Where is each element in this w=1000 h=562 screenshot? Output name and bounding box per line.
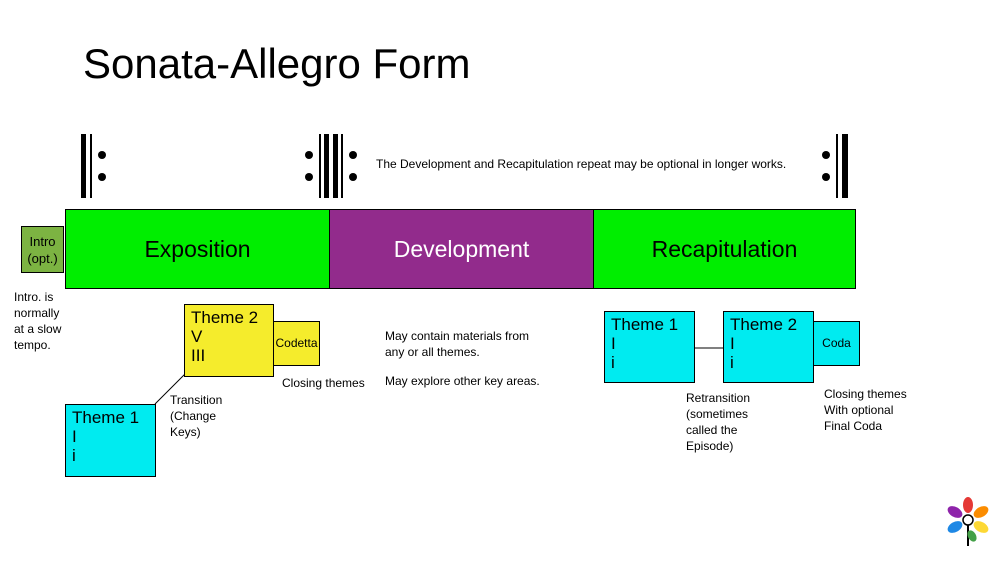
coda-label: Coda xyxy=(822,336,851,350)
exposition-theme1-box: Theme 1 I i xyxy=(65,404,156,477)
intro-label-line1: Intro xyxy=(29,234,56,249)
exposition-theme2-box: Theme 2 V III xyxy=(184,304,274,377)
repeat-start-icon xyxy=(81,134,106,198)
repeat-note: The Development and Recapitulation repea… xyxy=(376,157,787,171)
repeat-end-icon xyxy=(822,134,848,198)
exposition-section: Exposition xyxy=(65,209,330,289)
theme-key: V xyxy=(191,327,203,346)
exposition-closing-note: Closing themes xyxy=(282,376,365,390)
recapitulation-label: Recapitulation xyxy=(651,235,798,262)
theme-title: Theme 2 xyxy=(191,308,259,327)
repeat-both-icon xyxy=(305,134,357,198)
theme-key: i xyxy=(730,353,734,372)
development-notes: May contain materials from any or all th… xyxy=(385,329,540,388)
recap-theme2-box: Theme 2 I i xyxy=(723,311,814,383)
flower-logo-icon xyxy=(947,497,989,546)
theme-key: I xyxy=(730,334,735,353)
recap-closing-note: Closing themes With optional Final Coda xyxy=(824,387,907,433)
theme-key: III xyxy=(191,346,206,365)
recap-theme1-box: Theme 1 I i xyxy=(604,311,695,383)
recapitulation-section: Recapitulation xyxy=(593,209,856,289)
codetta-box: Codetta xyxy=(273,321,320,366)
theme-key: i xyxy=(72,446,76,465)
theme-key: I xyxy=(611,334,616,353)
theme-title: Theme 1 xyxy=(72,408,140,427)
transition-note: Transition (Change Keys) xyxy=(170,393,223,439)
theme-key: i xyxy=(611,353,615,372)
coda-box: Coda xyxy=(813,321,860,366)
theme-key: I xyxy=(72,427,77,446)
theme-title: Theme 1 xyxy=(611,315,679,334)
intro-note: Intro. is normally at a slow tempo. xyxy=(14,290,62,352)
retransition-note: Retransition (sometimes called the Episo… xyxy=(686,391,751,453)
transition-line xyxy=(154,373,186,405)
intro-box: Intro (opt.) xyxy=(21,226,64,273)
development-label: Development xyxy=(393,235,530,262)
codetta-label: Codetta xyxy=(275,336,318,350)
development-section: Development xyxy=(329,209,594,289)
intro-label-line2: (opt.) xyxy=(27,251,58,266)
page-title: Sonata-Allegro Form xyxy=(83,40,471,87)
exposition-label: Exposition xyxy=(144,235,251,262)
theme-title: Theme 2 xyxy=(730,315,798,334)
